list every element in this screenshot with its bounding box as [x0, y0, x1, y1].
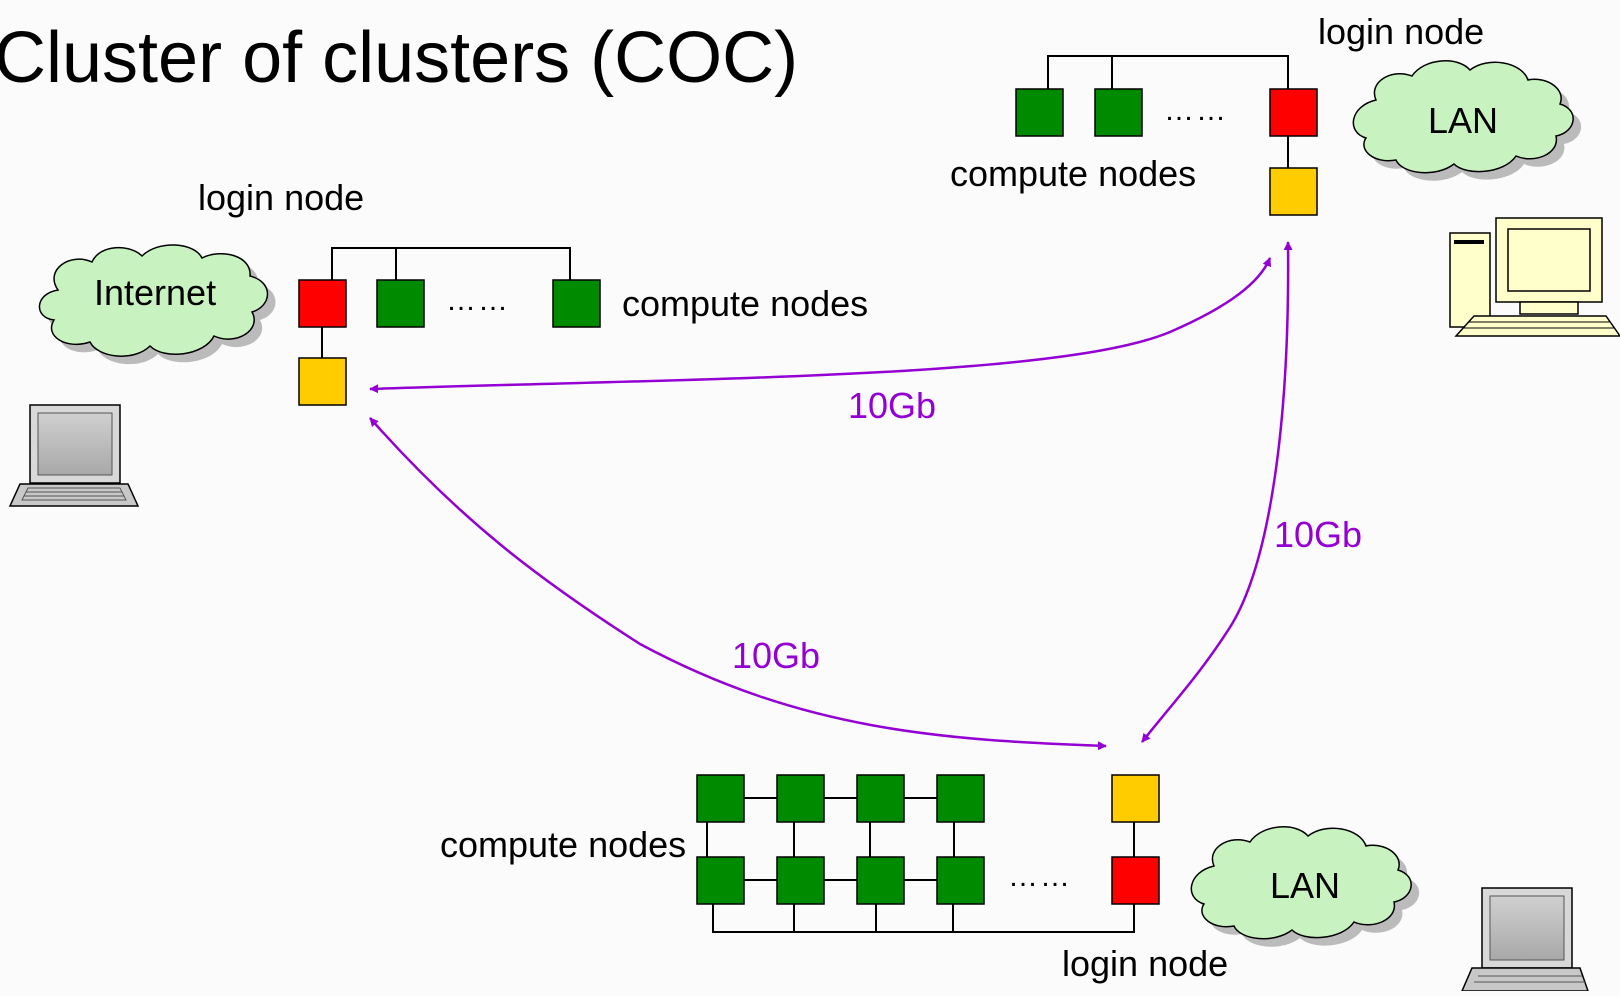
login-node	[1269, 88, 1318, 137]
gateway-node	[1111, 774, 1160, 823]
compute-node	[856, 774, 905, 823]
link-top-bottom	[1141, 241, 1293, 743]
page-title: Cluster of clusters (COC)	[0, 18, 798, 98]
ellipsis: ……	[446, 284, 510, 317]
ellipsis: ……	[1008, 860, 1072, 893]
cluster-left: login node …… compute nodes Internet	[8, 177, 868, 507]
cluster-top-right: login node …… compute nodes LAN	[950, 11, 1620, 337]
link-label: 10Gb	[1274, 514, 1362, 555]
link-label: 10Gb	[848, 385, 936, 426]
cluster-bottom: …… compute nodes login node LAN	[440, 774, 1590, 992]
lan-cloud-icon: LAN	[1190, 826, 1420, 947]
ellipsis: ……	[1164, 94, 1228, 127]
bus-line	[331, 247, 571, 285]
compute-node	[1094, 88, 1143, 137]
compute-node	[552, 279, 601, 328]
login-node	[1111, 856, 1160, 905]
compute-nodes-label: compute nodes	[440, 824, 686, 865]
login-node-label: login node	[1062, 943, 1228, 984]
desktop-computer-icon	[1449, 217, 1620, 337]
compute-nodes-label: compute nodes	[622, 283, 868, 324]
compute-node	[936, 856, 985, 905]
lan-cloud-icon: LAN	[1352, 60, 1582, 181]
login-node-label: login node	[1318, 11, 1484, 52]
compute-node	[1015, 88, 1064, 137]
compute-node	[856, 856, 905, 905]
login-node	[298, 279, 347, 328]
compute-node	[776, 774, 825, 823]
gateway-node	[1269, 167, 1318, 216]
compute-node	[936, 774, 985, 823]
lan-label: LAN	[1428, 100, 1498, 141]
internet-label: Internet	[94, 272, 216, 313]
internet-cloud-icon: Internet	[38, 244, 276, 365]
gateway-node	[298, 357, 347, 406]
compute-nodes-label: compute nodes	[950, 153, 1196, 194]
laptop-icon	[8, 404, 140, 507]
compute-node	[776, 856, 825, 905]
compute-node	[696, 856, 745, 905]
links: 10Gb 10Gb 10Gb	[369, 241, 1362, 751]
login-node-label: login node	[198, 177, 364, 218]
link-left-bottom	[369, 417, 1107, 751]
compute-node	[376, 279, 425, 328]
compute-node	[696, 774, 745, 823]
link-label: 10Gb	[732, 635, 820, 676]
laptop-icon	[1460, 887, 1590, 992]
lan-label: LAN	[1270, 865, 1340, 906]
mesh-lines	[706, 797, 1135, 933]
bus-line	[1047, 55, 1289, 93]
